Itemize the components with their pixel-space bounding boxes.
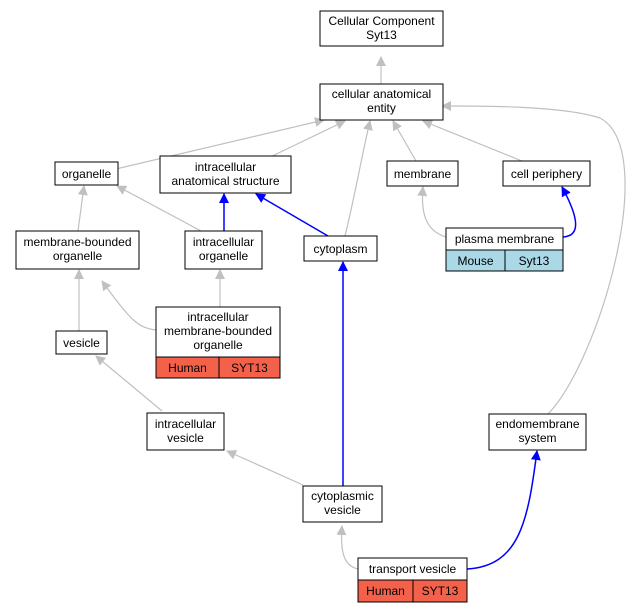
- node-label-line: membrane: [394, 167, 452, 181]
- edge-plasmamembrane-to-cellperiphery: [561, 186, 577, 238]
- node-label-line: transport vesicle: [369, 562, 457, 576]
- node-label-line: cytoplasmic: [311, 489, 374, 503]
- node-label-line: vesicle: [167, 431, 204, 445]
- node-intracellular-membrane-bounded-organelle[interactable]: intracellular membrane-bounded organelle…: [155, 306, 281, 379]
- node-intracellular-organelle[interactable]: intracellular organelle: [184, 230, 263, 270]
- node-label-line: organelle: [62, 167, 112, 181]
- node-label-line: cell periphery: [511, 167, 582, 181]
- node-label-line: endomembrane: [495, 417, 579, 431]
- node-label-line: membrane-bounded: [23, 235, 131, 249]
- node-label-line: Cellular Component: [328, 14, 435, 28]
- node-label-line: intracellular: [193, 235, 254, 249]
- edges-blue: [219, 186, 577, 570]
- node-organelle[interactable]: organelle: [54, 161, 119, 186]
- node-plasma-membrane[interactable]: plasma membrane Mouse Syt13: [445, 227, 564, 272]
- gene-tag: [504, 249, 564, 272]
- node-label-line: system: [518, 431, 556, 445]
- edge-cytoplasm-to-ias: [255, 193, 329, 237]
- node-label-line: plasma membrane: [455, 232, 555, 246]
- edge-ias-to-cae: [263, 120, 346, 161]
- node-label-line: cellular anatomical: [332, 87, 431, 101]
- edge-tv-to-cv: [336, 525, 359, 570]
- node-label-line: cytoplasm: [313, 242, 367, 256]
- gene-tag-label: SYT13: [422, 584, 459, 598]
- node-label-line: membrane-bounded: [164, 324, 272, 338]
- node-cytoplasm[interactable]: cytoplasm: [303, 235, 378, 262]
- edge-endomembrane-to-cae: [441, 100, 626, 415]
- node-endomembrane-system[interactable]: endomembrane system: [488, 413, 587, 451]
- node-label-line: vesicle: [63, 336, 100, 350]
- edge-imbo-to-mbo: [101, 280, 157, 331]
- node-label-line: organelle: [199, 249, 249, 263]
- node-intracellular-vesicle[interactable]: intracellular vesicle: [146, 412, 225, 451]
- edge-iv-to-vesicle: [95, 355, 163, 412]
- edge-mbo-to-organelle: [77, 185, 88, 232]
- node-label-line: intracellular: [195, 160, 256, 174]
- edge-organelle-to-cae: [115, 117, 325, 170]
- gene-tag-label: Syt13: [519, 254, 550, 268]
- node-label-line: vesicle: [324, 503, 361, 517]
- node-vesicle[interactable]: vesicle: [55, 330, 108, 355]
- species-tag-label: Human: [366, 584, 405, 598]
- gene-tag-label: SYT13: [231, 361, 268, 375]
- gene-tag: [412, 579, 468, 603]
- edge-plasmamembrane-to-membrane: [417, 186, 447, 238]
- node-transport-vesicle[interactable]: transport vesicle Human SYT13: [357, 557, 468, 603]
- species-tag-label: Human: [168, 361, 207, 375]
- node-membrane-bounded-organelle[interactable]: membrane-bounded organelle: [15, 230, 140, 270]
- node-cytoplasmic-vesicle[interactable]: cytoplasmic vesicle: [302, 485, 383, 523]
- edge-cv-to-iv: [226, 450, 304, 486]
- node-cellular-component[interactable]: Cellular Component Syt13: [319, 10, 444, 47]
- edge-cellperiphery-to-cae: [422, 119, 523, 162]
- edge-io-to-organelle: [116, 185, 202, 232]
- node-label-line: Syt13: [366, 28, 397, 42]
- edge-tv-to-endomembrane: [466, 450, 541, 570]
- node-cell-periphery[interactable]: cell periphery: [502, 160, 591, 187]
- node-label-line: organelle: [193, 338, 243, 352]
- node-intracellular-anatomical-structure[interactable]: intracellular anatomical structure: [159, 155, 292, 194]
- node-label-line: intracellular: [187, 310, 248, 324]
- node-label-line: anatomical structure: [171, 174, 279, 188]
- edge-membrane-to-cae: [392, 120, 417, 162]
- node-label-line: organelle: [53, 249, 103, 263]
- node-membrane[interactable]: membrane: [386, 160, 459, 187]
- edges-grey: [74, 56, 626, 570]
- node-label-line: intracellular: [155, 417, 216, 431]
- gene-tag: [218, 356, 281, 379]
- species-tag-label: Mouse: [457, 254, 493, 268]
- edge-cytoplasm-to-cae: [344, 120, 373, 237]
- node-label-line: entity: [367, 101, 396, 115]
- node-cellular-anatomical-entity[interactable]: cellular anatomical entity: [319, 83, 444, 121]
